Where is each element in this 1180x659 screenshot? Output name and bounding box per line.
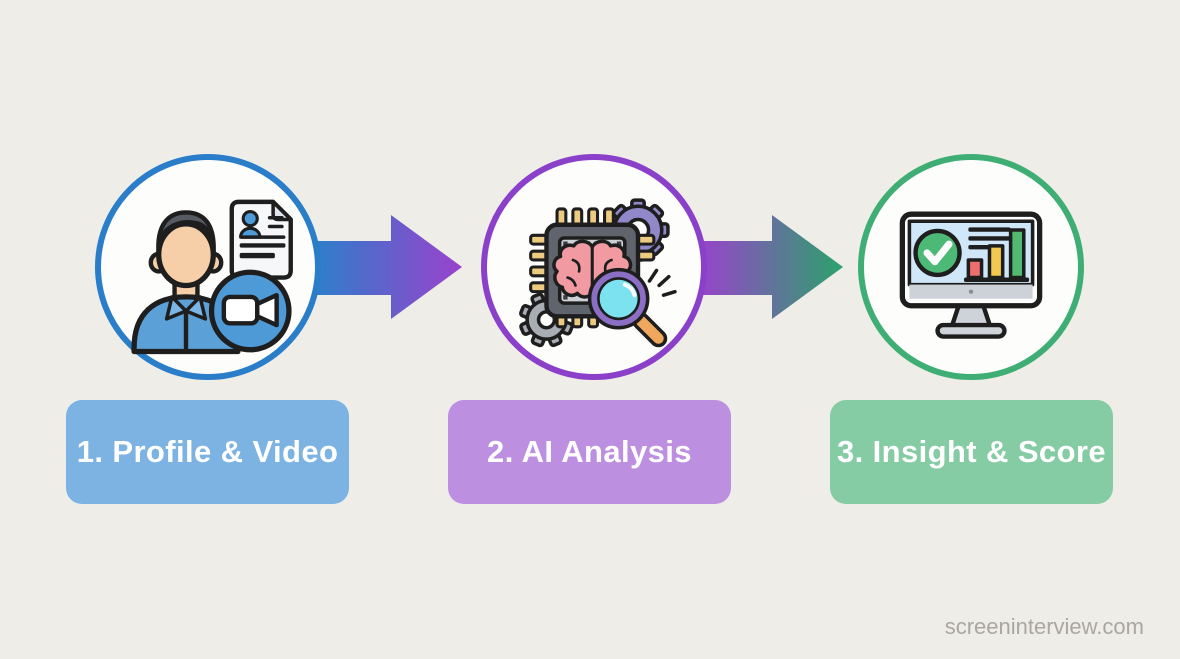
dashboard-score-monitor-icon [899, 211, 1043, 339]
step2-label: 2. AI Analysis [448, 400, 731, 504]
step2-circle [481, 154, 707, 380]
candidate-resume-video-icon [131, 199, 293, 355]
arrow-step1-to-step2-icon [316, 215, 462, 319]
watermark-text: screeninterview.com [944, 614, 1144, 639]
step1-circle [95, 154, 321, 380]
step1-label: 1. Profile & Video [66, 400, 349, 504]
ai-chip-brain-magnifier-icon [519, 198, 677, 348]
step3-label: 3. Insight & Score [830, 400, 1113, 504]
arrow-step2-to-step3-icon [698, 215, 843, 319]
step3-circle [858, 154, 1084, 380]
